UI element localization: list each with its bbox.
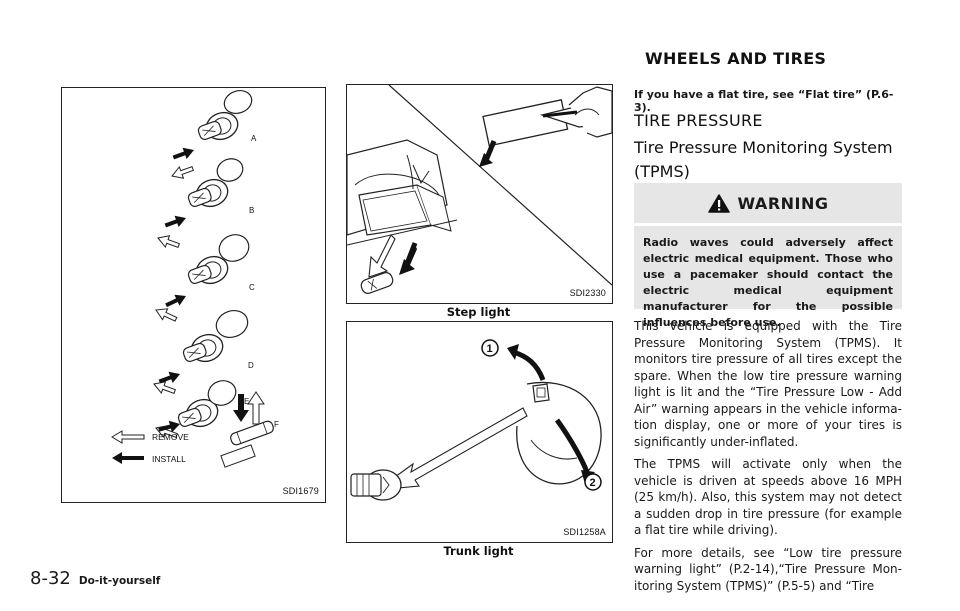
callout-1: 1 bbox=[487, 343, 493, 355]
figure-code-step-light: SDI2330 bbox=[569, 288, 606, 298]
trunk-light-illustration: 1 2 bbox=[350, 339, 602, 501]
bulb-label-c: C bbox=[249, 283, 255, 292]
legend-remove: REMOVE bbox=[152, 432, 189, 442]
figure-code-trunk-light: SDI1258A bbox=[563, 527, 606, 537]
paragraph-3: For more details, see “Low tire pressure… bbox=[634, 545, 902, 593]
paragraph-2: The TPMS will activate only when the veh… bbox=[634, 457, 902, 537]
step-light-figure: SDI2330 bbox=[346, 84, 613, 304]
warning-title: WARNING bbox=[737, 193, 829, 213]
heading-tire-pressure: TIRE PRESSURE bbox=[634, 111, 763, 130]
subheading-line-1: Tire Pressure Monitoring System bbox=[634, 138, 893, 157]
section-title: WHEELS AND TIRES bbox=[645, 49, 827, 68]
bulb-label-f: F bbox=[274, 420, 279, 429]
paragraph-1: This vehicle is equipped with the Tire P… bbox=[634, 319, 902, 449]
bulb-label-d: D bbox=[248, 361, 254, 370]
body-text: This vehicle is equipped with the Tire P… bbox=[634, 318, 902, 600]
bulb-label-a: A bbox=[251, 134, 257, 143]
caption-trunk-light: Trunk light bbox=[443, 544, 514, 558]
callout-2: 2 bbox=[590, 477, 596, 489]
trunk-light-figure: 1 2 SDI1258A bbox=[346, 321, 613, 543]
warning-triangle-icon bbox=[707, 193, 730, 213]
footer-section-name: Do-it-yourself bbox=[78, 575, 161, 587]
warning-header: WARNING bbox=[634, 183, 902, 226]
warning-box: WARNING Radio waves could adversely affe… bbox=[634, 183, 902, 329]
bulb-f bbox=[230, 420, 274, 446]
caption-step-light: Step light bbox=[446, 305, 511, 319]
page-number: 8-32 bbox=[30, 568, 71, 589]
bulb-figure: A B C D E F REMOVE INSTALL SDI1679 bbox=[61, 87, 326, 503]
bulb-label-e: E bbox=[244, 397, 249, 406]
bulb-illustration: A B C D E F REMOVE INSTALL bbox=[111, 90, 279, 468]
bulb-a bbox=[194, 107, 243, 148]
flat-tire-note: If you have a flat tire, see “Flat tire”… bbox=[634, 88, 894, 114]
warning-text: Radio waves could adversely affect elect… bbox=[643, 236, 893, 329]
bulb-label-b: B bbox=[249, 206, 254, 215]
footer: 8-32 Do-it-yourself bbox=[30, 568, 160, 589]
step-light-illustration bbox=[347, 85, 612, 294]
subheading-line-2: (TPMS) bbox=[634, 162, 690, 181]
subheading-tpms: Tire Pressure Monitoring System (TPMS) bbox=[634, 136, 902, 184]
figure-code-bulbs: SDI1679 bbox=[282, 486, 319, 496]
legend-install: INSTALL bbox=[152, 454, 186, 464]
bulb-d bbox=[179, 329, 228, 370]
